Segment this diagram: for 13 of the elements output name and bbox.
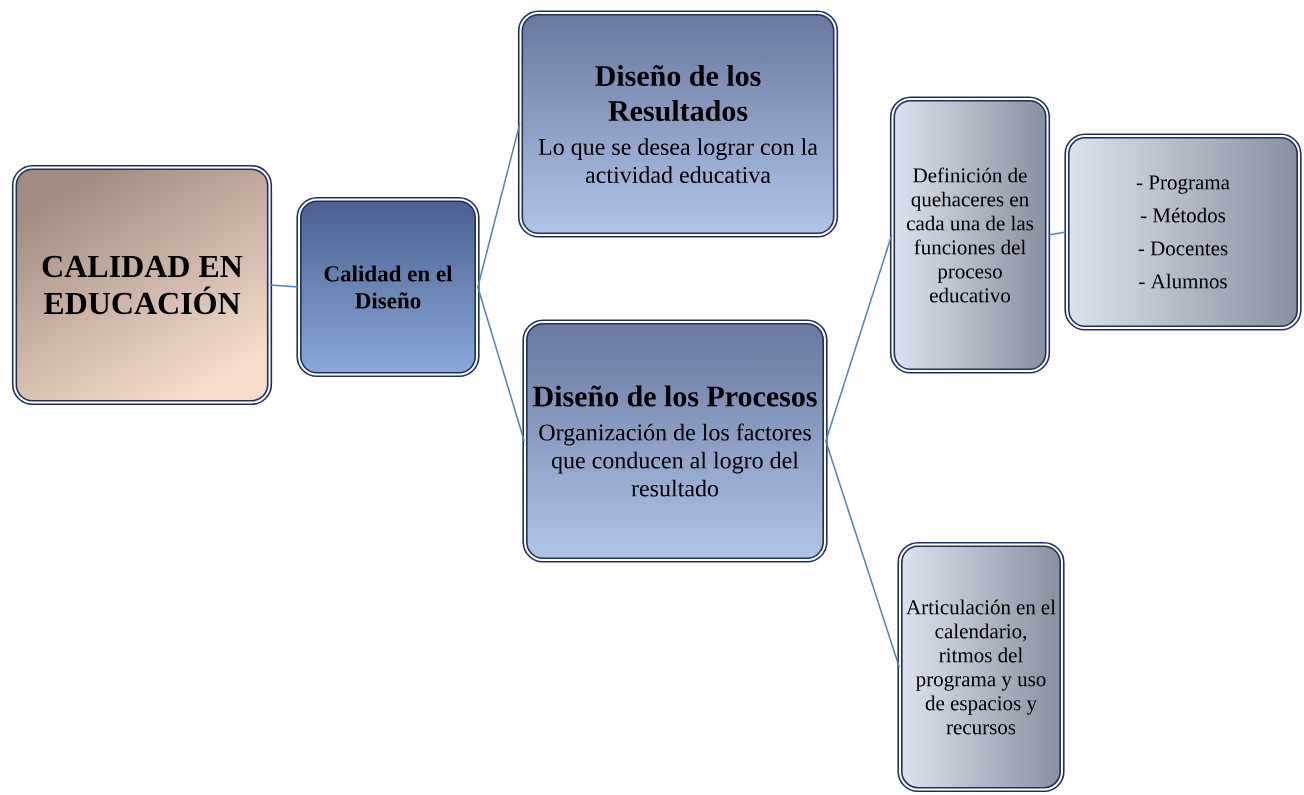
text-box: Articulación en el calendario, ritmos del programa y uso de espacios y recursos — [897, 541, 1065, 793]
text-box: Diseño de los Resultados Lo que se desea lograr con la actividad educativa — [517, 10, 839, 238]
text-box: Diseño de los Procesos Organización de los factores que conducen al logro del resultado — [522, 319, 828, 563]
text-box: - Programa - Métodos - Docentes - Alumnos — [1064, 133, 1302, 331]
connector-line — [477, 286, 525, 442]
connector-line — [269, 284, 299, 288]
connector-line — [825, 234, 893, 442]
text-box: Definición de quehaceres en cada una de las funciones del proceso educativo — [889, 96, 1051, 374]
connector-line — [1047, 231, 1067, 236]
text-box: CALIDAD EN EDUCACIÓN — [11, 164, 273, 406]
connector-line — [825, 440, 900, 668]
connector-line — [477, 123, 521, 288]
text-box: Calidad en el Diseño — [296, 196, 480, 378]
